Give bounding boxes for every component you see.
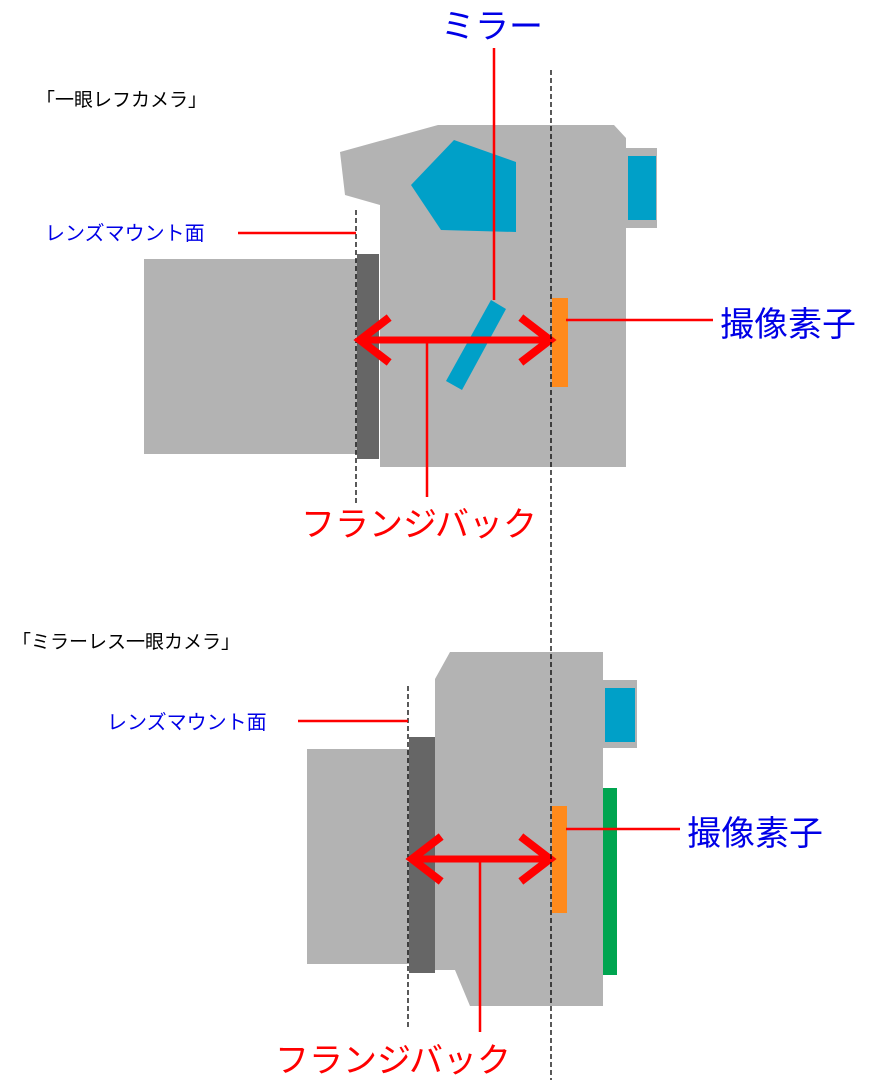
slr-camera: 「一眼レフカメラ」 レンズマウント面 ミラー 撮像素子 <box>36 7 856 545</box>
mirrorless-mount-label: レンズマウント面 <box>107 710 267 734</box>
slr-image-sensor <box>552 298 568 387</box>
slr-lens-mount <box>357 254 379 459</box>
mirrorless-evf-glass <box>605 688 635 742</box>
slr-mirror-label: ミラー <box>441 7 543 47</box>
slr-title: 「一眼レフカメラ」 <box>36 89 207 111</box>
slr-sensor-label: 撮像素子 <box>720 305 856 345</box>
mirrorless-camera: 「ミラーレス一眼カメラ」 レンズマウント面 撮像素子 フランジバック <box>12 631 823 1081</box>
slr-flange-back-arrow <box>353 314 557 366</box>
slr-mirror <box>446 300 506 390</box>
mirrorless-sensor-label: 撮像素子 <box>687 814 823 854</box>
mirrorless-flange-label: フランジバック <box>275 1041 511 1081</box>
mirrorless-rear-screen <box>603 788 617 975</box>
mirrorless-lens-barrel <box>307 749 412 964</box>
slr-flange-label: フランジバック <box>301 505 537 545</box>
mirrorless-camera-body <box>435 652 603 1006</box>
slr-mount-label: レンズマウント面 <box>45 221 205 245</box>
slr-pentaprism <box>411 140 516 232</box>
mirrorless-title: 「ミラーレス一眼カメラ」 <box>12 631 240 653</box>
slr-eyepiece-glass <box>628 156 656 220</box>
mirrorless-image-sensor <box>552 806 567 913</box>
slr-lens-barrel <box>144 259 359 454</box>
